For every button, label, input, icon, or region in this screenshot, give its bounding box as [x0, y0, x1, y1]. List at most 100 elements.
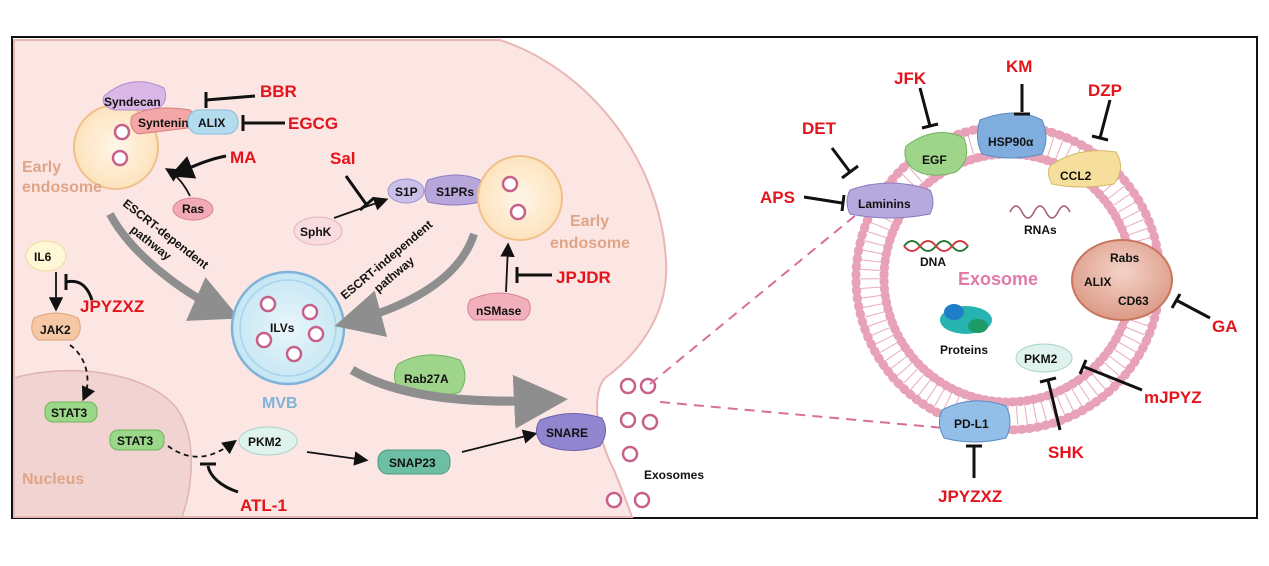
syndecan-protein	[102, 81, 167, 111]
escrt-independent-arrow	[334, 232, 478, 337]
s1prs-label: S1PRs	[436, 185, 474, 199]
s1p-label: S1P	[395, 185, 418, 199]
ma-drug: MA	[230, 148, 256, 167]
stat3-a-protein	[44, 401, 98, 423]
ccl2-label: CCL2	[1060, 169, 1092, 183]
stat3-a-label: STAT3	[51, 406, 88, 420]
mjpyz-drug: mJPYZ	[1144, 388, 1202, 407]
pkm2-left-label: PKM2	[248, 435, 282, 449]
jak2-protein	[31, 312, 81, 341]
pkm2-left-protein	[238, 426, 298, 456]
il6-protein	[25, 240, 67, 272]
laminins-protein	[846, 182, 934, 219]
bbr-drug: BBR	[260, 82, 297, 101]
escrt-dependent-arrow	[106, 212, 240, 321]
alix-left-protein	[187, 109, 239, 135]
sphk-protein	[293, 216, 343, 246]
pkm2-to-snap23-arrow	[306, 451, 369, 466]
jpyzxz-right-drug: JPYZXZ	[938, 487, 1002, 506]
hsp90a-label: HSP90α	[988, 135, 1034, 149]
early-endosome-right: Early endosome	[477, 155, 630, 252]
egcg-inhibition	[241, 115, 285, 131]
proteins-label: Proteins	[940, 343, 988, 357]
stat3-b-label: STAT3	[117, 434, 154, 448]
shk-drug: SHK	[1048, 443, 1085, 462]
early-endosome-left-label: Early endosome	[22, 159, 102, 196]
ga-drug: GA	[1212, 317, 1238, 336]
zoom-line-bottom	[659, 401, 945, 429]
jpyzxz-left-drug: JPYZXZ	[80, 297, 144, 316]
mvb-to-membrane-arrow	[349, 366, 568, 429]
early-endosome-right-line2: endosome	[550, 235, 630, 252]
rabs-label: Rabs	[1110, 251, 1140, 265]
rab27a-protein	[394, 354, 466, 397]
snare-label: SNARE	[546, 426, 588, 440]
early-endosome-right-label: Early endosome	[550, 213, 630, 252]
stat3-to-pkm2-arrow	[167, 439, 237, 458]
jak2-label: JAK2	[40, 323, 71, 337]
alix-left-label: ALIX	[198, 116, 225, 130]
snare-protein	[536, 412, 606, 451]
pkm2-right-protein	[1015, 343, 1073, 373]
jpyzxz-left-inhibition	[64, 274, 94, 301]
km-drug: KM	[1006, 57, 1032, 76]
pdl1-label: PD-L1	[954, 417, 989, 431]
ras-protein	[172, 197, 214, 221]
snap23-protein	[377, 449, 451, 475]
syndecan-label: Syndecan	[104, 95, 161, 109]
cd63-label: CD63	[1118, 294, 1149, 308]
rab27a-label: Rab27A	[404, 372, 449, 386]
il6-label: IL6	[34, 250, 52, 264]
pkm2-right-label: PKM2	[1024, 352, 1058, 366]
sal-inhibition	[344, 175, 375, 212]
jfk-drug: JFK	[894, 69, 927, 88]
endosome-vesicles	[111, 123, 131, 167]
right-inhibition-lines	[803, 84, 1211, 478]
released-exosomes	[605, 377, 659, 509]
zoom-line-top	[649, 209, 863, 385]
egcg-drug: EGCG	[288, 114, 338, 133]
aps-drug: APS	[760, 188, 795, 207]
nucleus-label: Nucleus	[22, 471, 84, 488]
nsmase-to-endosome-arrow	[500, 242, 515, 293]
dna-icon	[903, 240, 969, 252]
dzp-drug: DZP	[1088, 81, 1122, 100]
ilv-vesicles	[255, 295, 325, 363]
syntenin-label: Syntenin	[138, 116, 189, 130]
jak2-to-stat3-arrow	[69, 344, 96, 402]
pdl1-protein	[938, 400, 1011, 443]
snap23-label: SNAP23	[389, 456, 436, 470]
snap23-to-snare-arrow	[461, 429, 538, 453]
egf-label: EGF	[922, 153, 947, 167]
ras-label: Ras	[182, 202, 204, 216]
s1p-protein	[387, 178, 425, 204]
laminins-label: Laminins	[858, 197, 911, 211]
proteins-icon	[940, 304, 992, 334]
early-endosome-left-line2: endosome	[22, 179, 102, 196]
early-endosome-right-line1: Early	[570, 213, 609, 230]
alix-right-label: ALIX	[1084, 275, 1111, 289]
ras-to-endosome-arrow	[164, 168, 191, 197]
bbr-inhibition	[204, 92, 256, 108]
stat3-b-protein	[109, 429, 165, 451]
rnas-icon	[1009, 205, 1071, 219]
rnas-label: RNAs	[1024, 223, 1057, 237]
jpjdr-drug: JPJDR	[556, 268, 611, 287]
early-endosome-left-line1: Early	[22, 159, 61, 176]
atl1-drug: ATL-1	[240, 496, 287, 515]
mvb-label: MVB	[262, 395, 298, 412]
exosome-title: Exosome	[958, 269, 1038, 289]
egf-protein	[904, 132, 968, 176]
det-drug: DET	[802, 119, 837, 138]
nsmase-protein	[467, 292, 531, 321]
sphk-label: SphK	[300, 225, 332, 239]
sal-drug: Sal	[330, 149, 356, 168]
exosomes-label: Exosomes	[644, 468, 704, 482]
ccl2-protein	[1047, 150, 1121, 188]
atl1-inhibition	[200, 462, 239, 494]
mvb: ILVs MVB	[230, 270, 346, 412]
rabs-complex	[1071, 239, 1173, 321]
nsmase-label: nSMase	[476, 304, 522, 318]
dna-label: DNA	[920, 255, 946, 269]
